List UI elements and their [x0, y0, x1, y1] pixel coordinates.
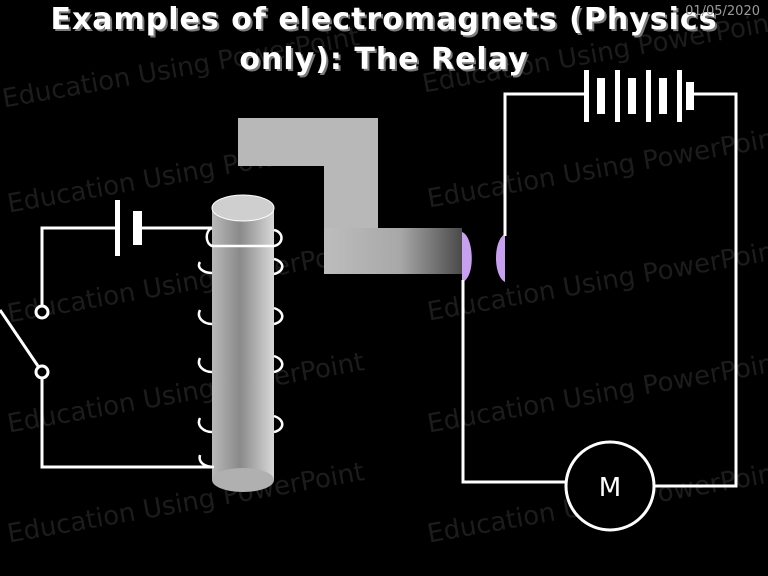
output-battery [584, 70, 694, 122]
slide-title: Examples of electromagnets (Physics only… [0, 0, 768, 80]
iron-core [211, 194, 275, 492]
input-wire-bottom [40, 372, 214, 469]
output-circuit [461, 92, 738, 488]
contact-right [496, 234, 505, 282]
input-circuit [0, 226, 214, 469]
input-wire-left [40, 226, 118, 312]
title-line-2: only): The Relay [239, 42, 529, 77]
title-line-1: Examples of electromagnets (Physics [50, 2, 718, 37]
switch-terminal-top [34, 304, 50, 320]
motor: M [564, 440, 656, 532]
output-wire-right [655, 92, 738, 488]
input-cell [115, 200, 142, 256]
output-wire-top [503, 92, 585, 236]
motor-label: M [599, 473, 621, 503]
slide-date: 01/05/2020 [685, 4, 760, 19]
coil [197, 226, 284, 469]
armature [238, 118, 462, 274]
switch-lever [0, 309, 44, 373]
output-wire-left [461, 280, 567, 484]
contact-left-body [462, 232, 472, 282]
switch-terminal-bottom [34, 364, 50, 380]
